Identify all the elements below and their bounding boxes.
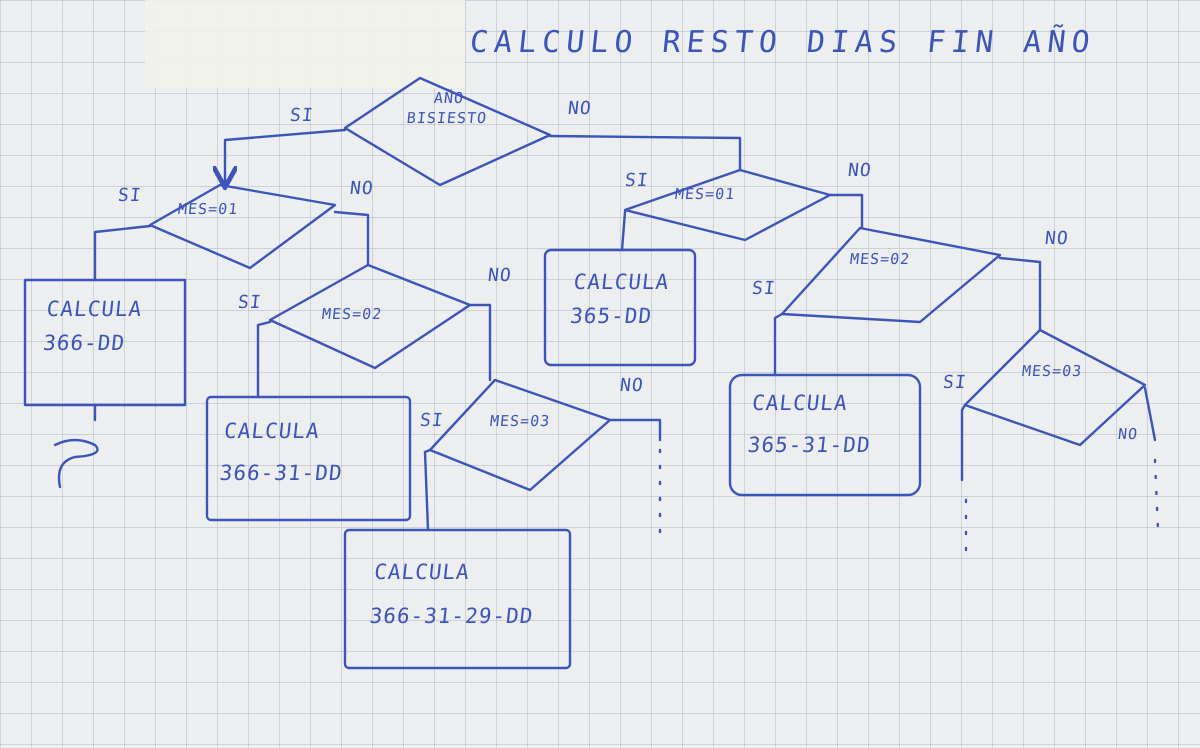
decision-label-leap-year: AÑO BISIESTO	[405, 89, 489, 127]
process-label: CALCULA	[373, 560, 472, 584]
branch-no-leap: NO	[566, 98, 593, 119]
process-leap-02: CALCULA 366-31-DD	[218, 410, 350, 494]
process-leap-01: CALCULA 366-DD	[41, 292, 144, 360]
branch-no-leap-03: NO	[618, 375, 645, 396]
process-label: CALCULA	[45, 297, 144, 321]
branch-yes-normal-03: SI	[941, 372, 968, 393]
decision-normal-mes02	[780, 226, 1002, 324]
branch-yes-normal-01: SI	[623, 170, 650, 191]
process-box-leap-03	[343, 528, 572, 670]
decision-label-leap-mes01: MES=01	[177, 200, 240, 218]
process-formula: 365-DD	[568, 304, 654, 328]
process-box-normal-02	[728, 373, 922, 497]
process-formula: 366-31-29-DD	[368, 604, 535, 628]
page-title: CALCULO RESTO DIAS FIN AÑO	[468, 25, 1098, 60]
branch-no-leap-01: NO	[348, 178, 375, 199]
process-box-normal-01	[543, 248, 697, 367]
process-normal-02: CALCULA 365-31-DD	[746, 382, 878, 466]
process-label: CALCULA	[572, 270, 671, 294]
branch-no-leap-02: NO	[486, 265, 513, 286]
decision-label-normal-mes01: MES=01	[674, 185, 737, 203]
connectors	[53, 128, 1160, 562]
decision-label-normal-mes03: MES=03	[1021, 362, 1084, 380]
branch-yes-leap-02: SI	[236, 292, 263, 313]
branch-yes-normal-02: SI	[750, 278, 777, 299]
process-formula: 366-31-DD	[218, 461, 344, 485]
process-formula: 365-31-DD	[746, 433, 872, 457]
branch-no-normal-02: NO	[1043, 228, 1070, 249]
process-leap-03: CALCULA 366-31-29-DD	[367, 550, 540, 638]
decision-normal-mes03	[963, 328, 1147, 447]
branch-no-normal-03: NO	[1117, 425, 1140, 443]
decision-label-leap-mes02: MES=02	[321, 305, 384, 323]
branch-yes-leap-01: SI	[116, 185, 143, 206]
decision-label-leap-mes03: MES=03	[489, 412, 552, 430]
tape-strip	[145, 0, 465, 88]
process-formula: 366-DD	[41, 331, 127, 355]
process-box-leap-01	[23, 278, 187, 407]
branch-yes-leap-03: SI	[418, 410, 445, 431]
decision-leap-mes01	[148, 183, 337, 270]
branch-no-normal-01: NO	[846, 160, 873, 181]
branch-yes-leap: SI	[288, 105, 315, 126]
process-box-leap-02	[205, 395, 412, 522]
process-label: CALCULA	[222, 419, 321, 443]
process-normal-01: CALCULA 365-DD	[568, 265, 671, 333]
decision-label-normal-mes02: MES=02	[849, 250, 912, 268]
process-label: CALCULA	[750, 391, 849, 415]
